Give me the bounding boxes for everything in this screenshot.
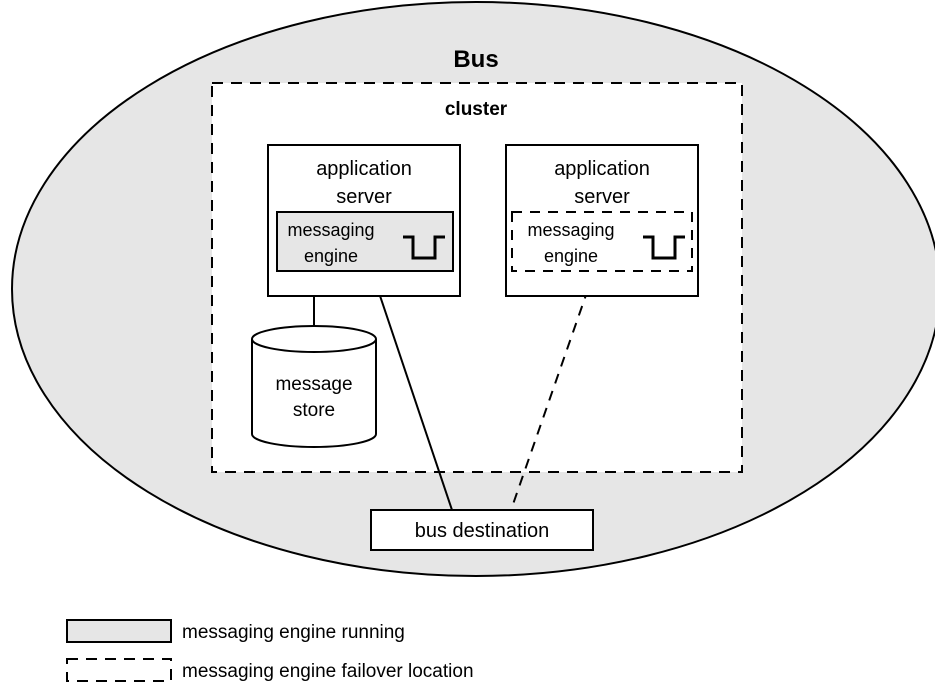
- legend-failover-label: messaging engine failover location: [182, 661, 474, 682]
- legend-running-label: messaging engine running: [182, 622, 405, 643]
- message-store-body: [251, 339, 377, 448]
- messaging-engine-failover-box: [511, 211, 693, 272]
- messaging-engine-failover: messaging engine: [511, 211, 693, 272]
- failover-to-destination-line: [510, 271, 595, 511]
- messaging-engine-right-label-1: messaging: [527, 220, 614, 240]
- queue-icon: [643, 235, 685, 260]
- engine-to-destination-line: [371, 271, 453, 511]
- message-store-top: [251, 325, 377, 353]
- message-store-label-2: store: [293, 400, 335, 421]
- message-store-label-1: message: [275, 374, 352, 395]
- messaging-engine-left-label-1: messaging: [287, 220, 374, 240]
- messaging-engine-running: messaging engine: [276, 211, 454, 272]
- application-server-left-label-2: server: [336, 186, 392, 208]
- application-server-right-label-1: application: [554, 158, 650, 180]
- queue-icon: [403, 235, 445, 260]
- application-server-left: application server messaging engine: [267, 144, 461, 297]
- messaging-engine-running-box: [276, 211, 454, 272]
- cluster-label: cluster: [445, 99, 508, 120]
- application-server-right-label-2: server: [574, 186, 630, 208]
- bus-destination-box: [370, 509, 594, 551]
- bus-label: Bus: [453, 46, 498, 73]
- bus-destination-label: bus destination: [415, 520, 550, 542]
- messaging-engine-left-label-2: engine: [304, 246, 358, 266]
- message-store: message store: [251, 325, 377, 448]
- legend-failover-swatch: [66, 658, 172, 682]
- application-server-left-label-1: application: [316, 158, 412, 180]
- bus-destination: bus destination: [370, 509, 594, 551]
- legend-running-swatch: [66, 619, 172, 643]
- application-server-right: application server messaging engine: [505, 144, 699, 297]
- messaging-engine-right-label-2: engine: [544, 246, 598, 266]
- legend: messaging engine running messaging engin…: [66, 619, 474, 682]
